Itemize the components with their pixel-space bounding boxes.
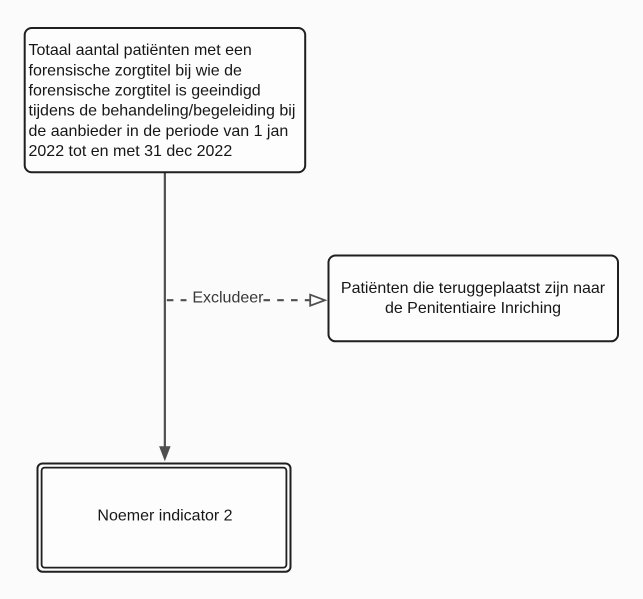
svg-text:Patiënten die teruggeplaatst z: Patiënten die teruggeplaatst zijn naar: [341, 280, 606, 297]
svg-text:forensische zorgtitel is geein: forensische zorgtitel is geeindigd: [29, 83, 261, 100]
svg-text:de aanbieder in de periode van: de aanbieder in de periode van 1 jan: [29, 123, 289, 140]
svg-text:de Penitentiaire Inriching: de Penitentiaire Inriching: [385, 300, 561, 317]
svg-text:Excludeer: Excludeer: [192, 290, 264, 307]
svg-text:tijdens de behandeling/begelei: tijdens de behandeling/begeleiding bij: [29, 103, 296, 120]
svg-text:2022 tot en met 31 dec 2022: 2022 tot en met 31 dec 2022: [29, 143, 233, 160]
svg-text:Totaal aantal patiënten met ee: Totaal aantal patiënten met een: [29, 42, 252, 59]
svg-text:Noemer indicator 2: Noemer indicator 2: [97, 508, 232, 525]
svg-text:forensische zorgtitel bij wie: forensische zorgtitel bij wie de: [29, 62, 243, 79]
